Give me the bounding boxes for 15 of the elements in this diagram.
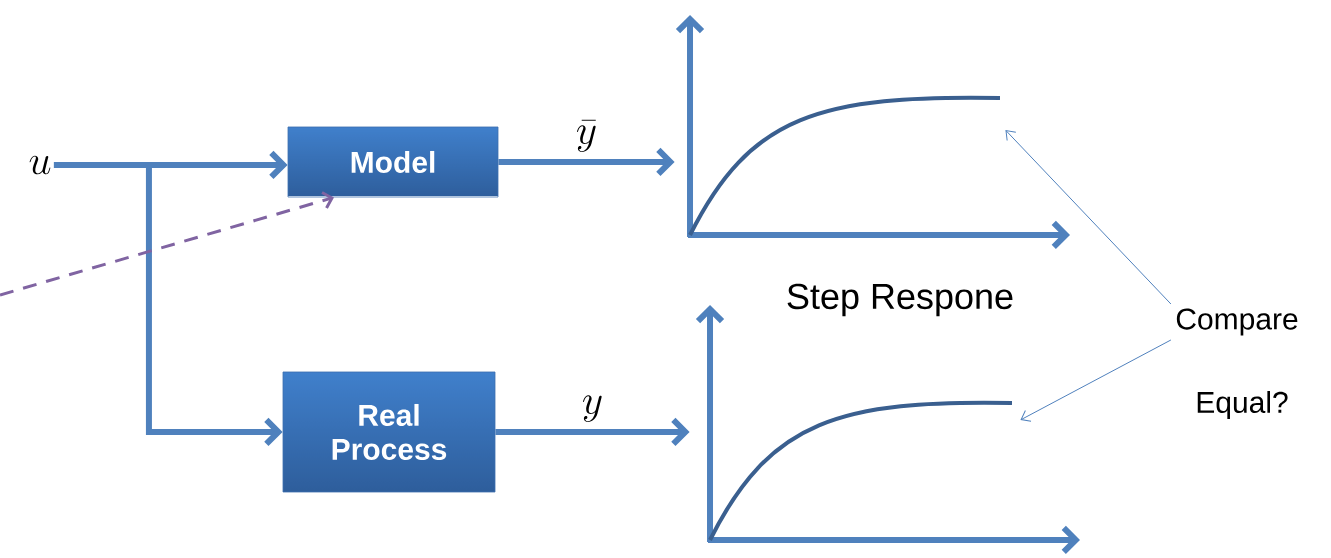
step-response-label: Step Respone [787, 283, 1013, 317]
leader-arrow [1020, 339, 1172, 422]
arrow [0, 191, 334, 297]
question-label: Equal? [1197, 391, 1288, 419]
process-box: Model [287, 126, 499, 198]
signal-label: $\bar{y}$ [573, 118, 600, 154]
input-symbol: $u$ [29, 155, 51, 175]
process-box: Real Process [282, 371, 496, 493]
compare-label: Compare [1176, 308, 1298, 336]
arrow [498, 147, 675, 177]
arrow [495, 417, 690, 447]
arrow [53, 162, 283, 447]
leader-arrow [1005, 130, 1172, 305]
step-response-plot-drawing [675, 15, 1070, 250]
signal-label: $y$ [579, 393, 606, 424]
